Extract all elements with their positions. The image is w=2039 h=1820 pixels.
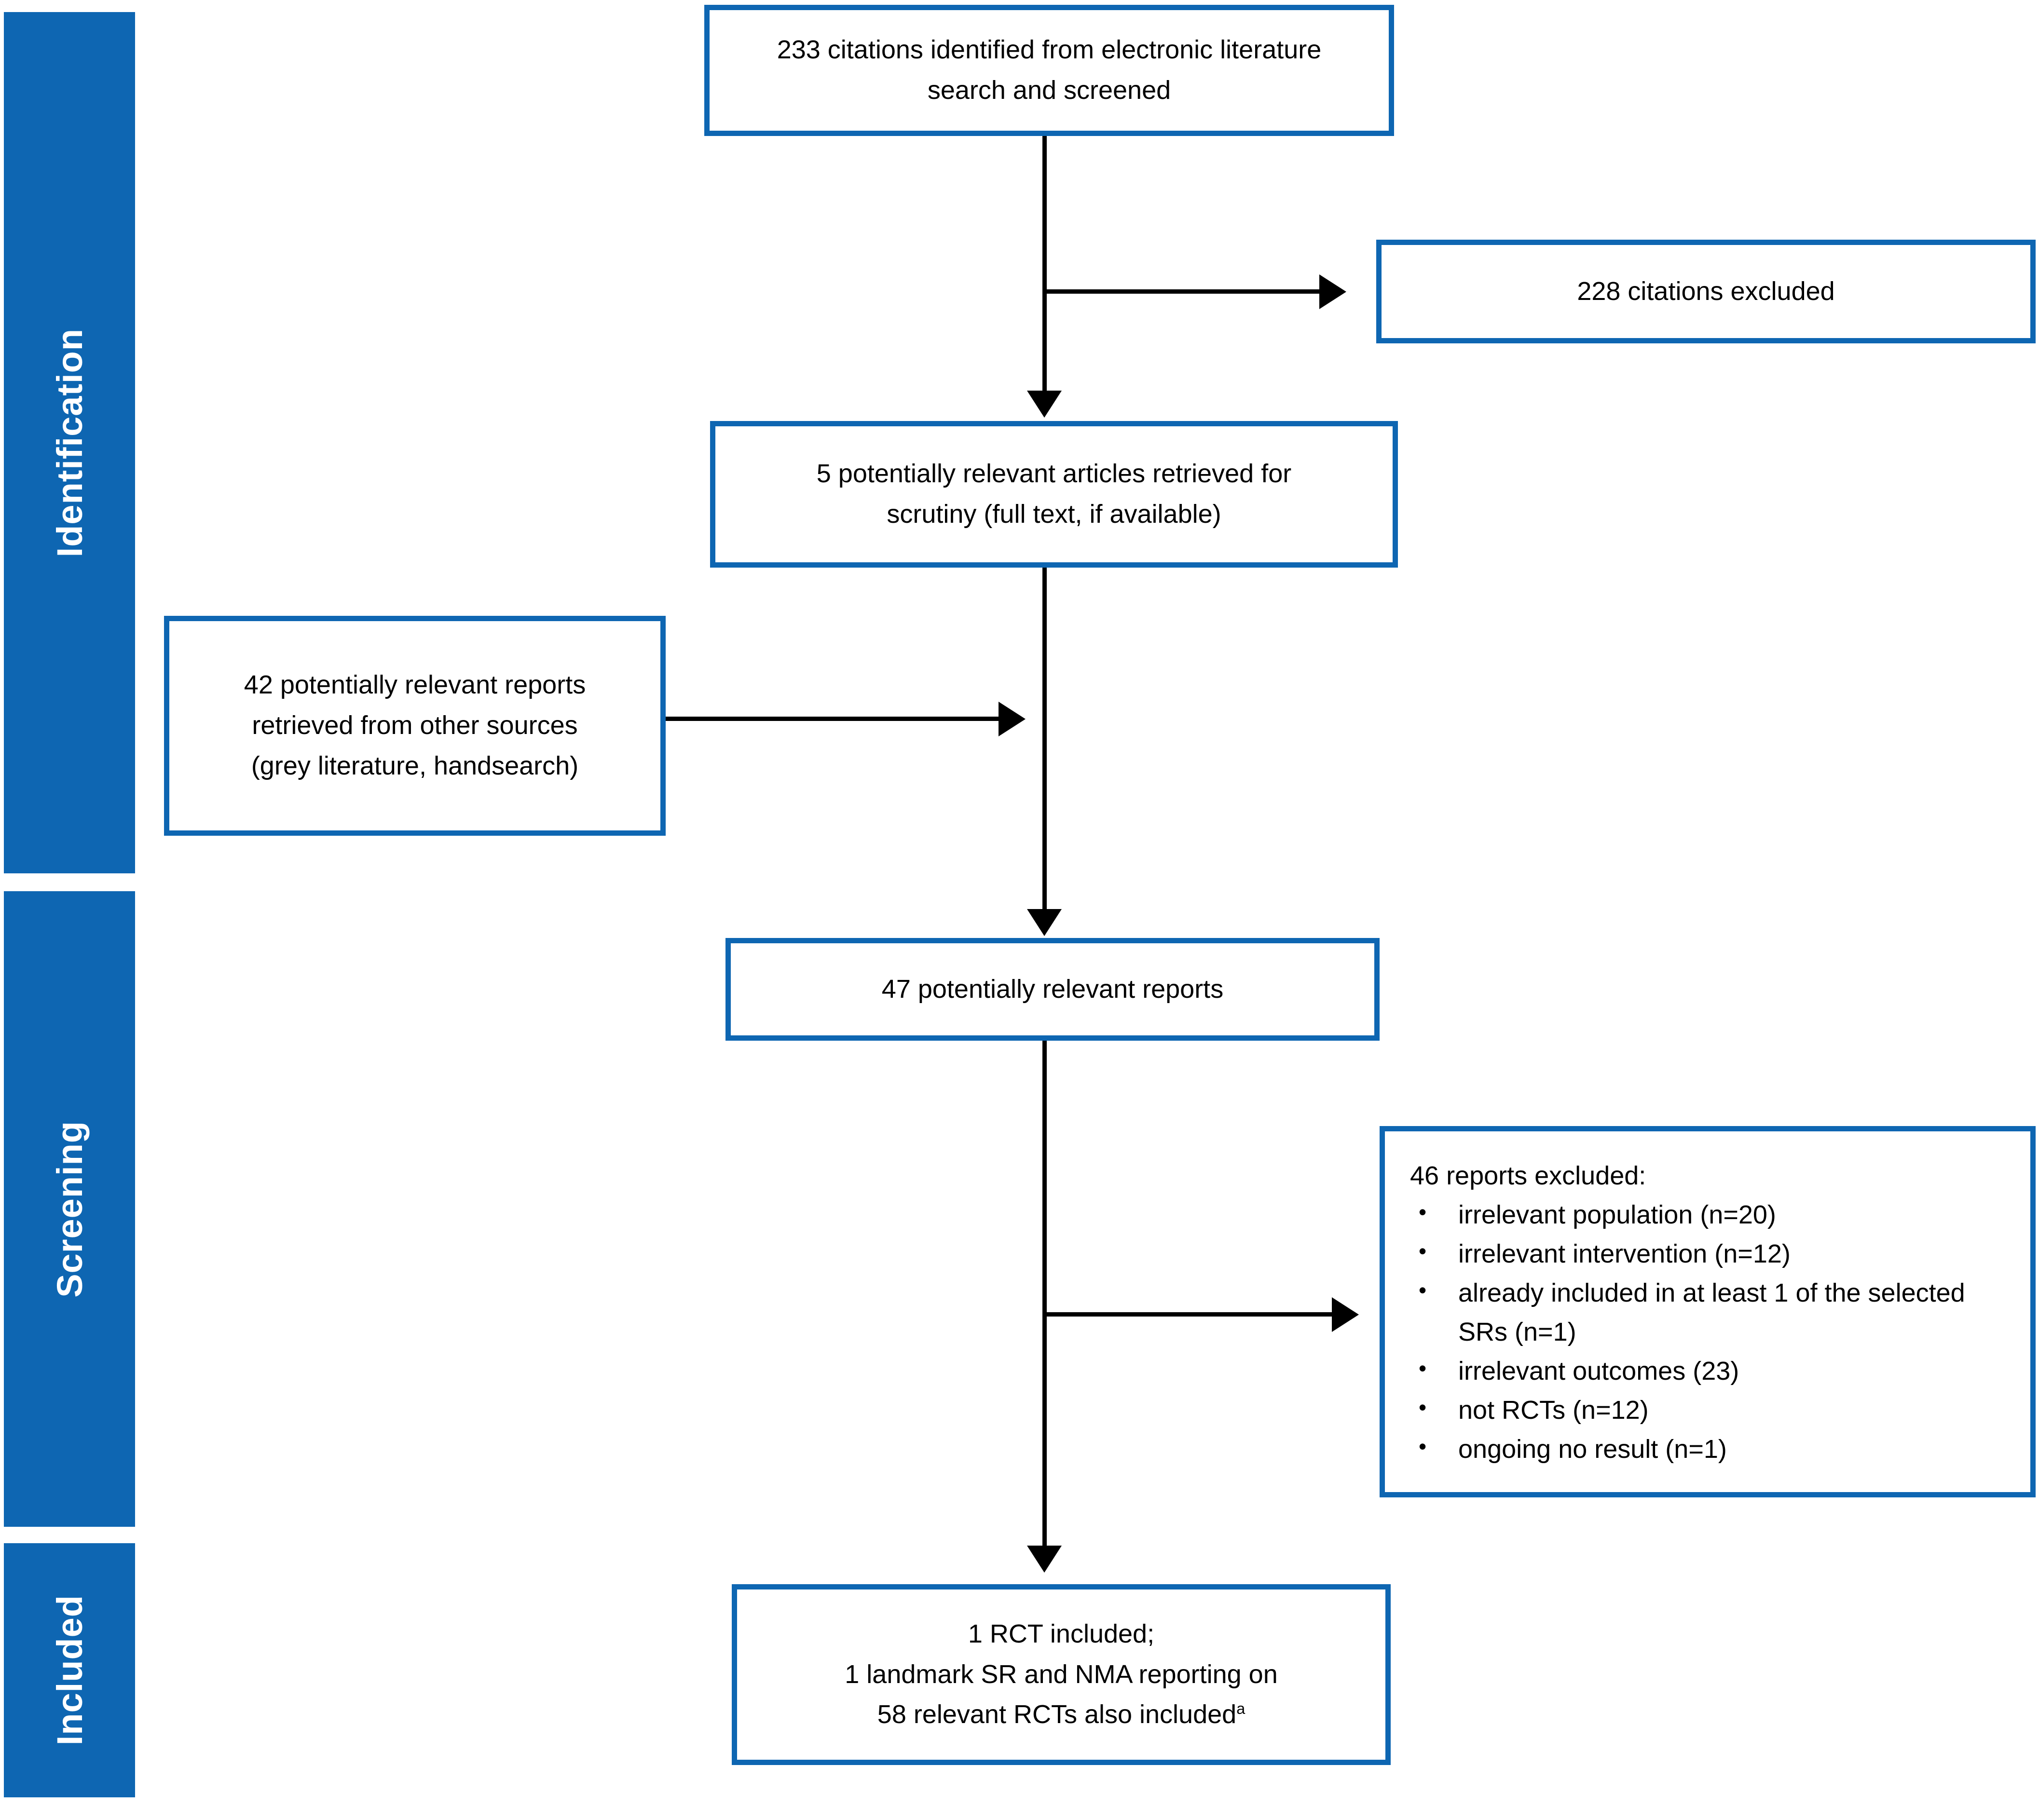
list-item-text: irrelevant intervention (n=12) <box>1458 1239 1791 1268</box>
arrowhead-right-icon <box>1332 1297 1359 1332</box>
included-line-2: 1 landmark SR and NMA reporting on <box>845 1659 1278 1689</box>
box-reports-excluded: 46 reports excluded: • irrelevant popula… <box>1380 1126 2036 1497</box>
stage-bar-included: Included <box>4 1543 135 1797</box>
box-other-sources: 42 potentially relevant reports retrieve… <box>164 616 666 836</box>
arrowhead-right-icon <box>999 702 1026 736</box>
stage-label-identification: Identification <box>49 328 90 557</box>
stage-label-included: Included <box>49 1595 90 1746</box>
included-line-3: 58 relevant RCTs also includeda <box>845 1695 1277 1735</box>
list-item: • irrelevant population (n=20) <box>1410 1195 2011 1235</box>
list-item: • ongoing no result (n=1) <box>1410 1430 2011 1469</box>
arrowhead-down-icon <box>1027 1546 1062 1573</box>
list-item: • already included in at least 1 of the … <box>1410 1274 2011 1352</box>
included-line-1: 1 RCT included; <box>968 1619 1155 1648</box>
box-potentially-relevant-text: 47 potentially relevant reports <box>881 974 1224 1004</box>
list-item-text: irrelevant outcomes (23) <box>1458 1357 1739 1385</box>
reports-excluded-list: • irrelevant population (n=20) • irrelev… <box>1410 1195 2011 1469</box>
box-potentially-relevant-reports: 47 potentially relevant reports <box>725 938 1380 1041</box>
box-citations-identified: 233 citations identified from electronic… <box>704 5 1394 136</box>
connector-line-other-sources <box>666 717 999 721</box>
box-articles-retrieved: 5 potentially relevant articles retrieve… <box>710 421 1398 568</box>
stage-label-screening: Screening <box>49 1120 90 1298</box>
box-articles-retrieved-text: 5 potentially relevant articles retrieve… <box>816 459 1292 529</box>
connector-line-to-excluded-citations <box>1042 289 1319 294</box>
box-other-sources-text: 42 potentially relevant reports retrieve… <box>244 670 586 780</box>
bullet-icon: • <box>1419 1395 1427 1420</box>
bullet-icon: • <box>1419 1199 1427 1224</box>
box-citations-excluded: 228 citations excluded <box>1376 240 2036 343</box>
connector-line-identified-to-retrieved <box>1042 136 1047 391</box>
list-item-text: not RCTs (n=12) <box>1458 1396 1649 1425</box>
bullet-icon: • <box>1419 1277 1427 1303</box>
arrowhead-right-icon <box>1319 274 1346 309</box>
connector-line-retrieved-to-relevant <box>1042 568 1047 909</box>
connector-line-to-excluded-reports <box>1042 1312 1332 1317</box>
list-item-text: already included in at least 1 of the se… <box>1458 1278 1965 1346</box>
connector-line-relevant-to-included <box>1042 1041 1047 1546</box>
list-item: • irrelevant outcomes (23) <box>1410 1352 2011 1391</box>
stage-bar-screening: Screening <box>4 891 135 1527</box>
arrowhead-down-icon <box>1027 909 1062 936</box>
included-line-3-main: 58 relevant RCTs also included <box>877 1700 1237 1729</box>
reports-excluded-heading: 46 reports excluded: <box>1410 1161 1646 1190</box>
stage-bar-identification: Identification <box>4 12 135 873</box>
list-item: • irrelevant intervention (n=12) <box>1410 1235 2011 1274</box>
box-citations-excluded-text: 228 citations excluded <box>1577 276 1835 306</box>
box-citations-identified-text: 233 citations identified from electronic… <box>777 35 1322 105</box>
list-item-text: ongoing no result (n=1) <box>1458 1435 1727 1464</box>
bullet-icon: • <box>1419 1238 1427 1263</box>
list-item: • not RCTs (n=12) <box>1410 1391 2011 1430</box>
list-item-text: irrelevant population (n=20) <box>1458 1200 1776 1229</box>
footnote-marker: a <box>1236 1700 1245 1718</box>
arrowhead-down-icon <box>1027 391 1062 418</box>
box-studies-included-text: 1 RCT included; 1 landmark SR and NMA re… <box>845 1614 1277 1735</box>
bullet-icon: • <box>1419 1356 1427 1381</box>
box-studies-included: 1 RCT included; 1 landmark SR and NMA re… <box>732 1584 1391 1765</box>
bullet-icon: • <box>1419 1434 1427 1459</box>
